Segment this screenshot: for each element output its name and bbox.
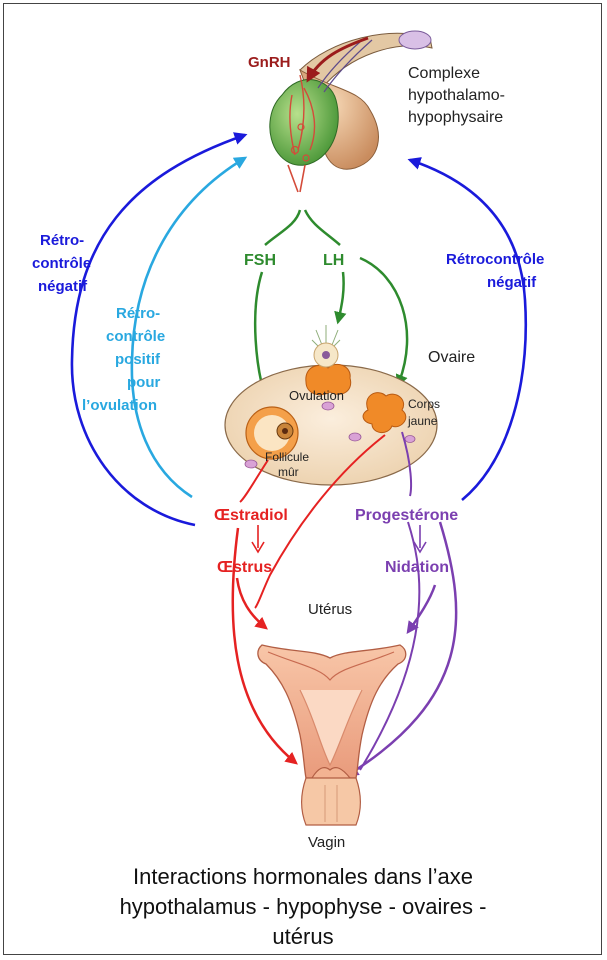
gnrh-label: GnRH bbox=[248, 54, 291, 71]
retro-neg-right-line2: négatif bbox=[487, 274, 537, 291]
caption-line1: Interactions hormonales dans l’axe bbox=[133, 864, 473, 889]
lh-label: LH bbox=[323, 252, 344, 269]
uterus-label: Utérus bbox=[308, 601, 352, 618]
retro-pos-line3: positif bbox=[115, 351, 161, 368]
estradiol-label: Œstradiol bbox=[214, 507, 288, 524]
complex-label-line1: Complexe bbox=[408, 65, 480, 82]
retro-neg-left-line1: Rétro- bbox=[40, 232, 84, 249]
retro-neg-right-line1: Rétrocontrôle bbox=[446, 251, 544, 268]
progesterone-label: Progestérone bbox=[355, 507, 458, 524]
retro-neg-left-line2: contrôle bbox=[32, 255, 91, 272]
uterus-illustration bbox=[258, 645, 406, 825]
fsh-label: FSH bbox=[244, 252, 276, 269]
complex-label-line3: hypophysaire bbox=[408, 109, 503, 126]
estrus-label: Œstrus bbox=[217, 559, 272, 576]
progesterone-to-uterus-arrow bbox=[408, 585, 435, 632]
corps-jaune-label-line2: jaune bbox=[407, 414, 438, 428]
retro-pos-line4: pour bbox=[127, 374, 160, 391]
lh-arrow-to-corps-jaune bbox=[360, 258, 407, 385]
vagina-label: Vagin bbox=[308, 834, 345, 851]
progesterone-to-nidation-arrow bbox=[414, 525, 426, 552]
estradiol-to-uterus-arrow bbox=[237, 578, 266, 628]
corps-jaune-label-line1: Corps bbox=[408, 397, 440, 411]
estradiol-to-estrus-arrow bbox=[252, 525, 264, 552]
ovary-label: Ovaire bbox=[428, 349, 475, 366]
ovulation-label: Ovulation bbox=[289, 388, 344, 403]
caption-line3: utérus bbox=[272, 924, 333, 949]
nidation-label: Nidation bbox=[385, 559, 449, 576]
retro-neg-left-line3: négatif bbox=[38, 278, 88, 295]
retro-pos-line2: contrôle bbox=[106, 328, 165, 345]
caption-line2: hypothalamus - hypophyse - ovaires - bbox=[120, 894, 487, 919]
retro-pos-line5: l’ovulation bbox=[82, 397, 157, 414]
retro-pos-line1: Rétro- bbox=[116, 305, 160, 322]
follicle-label-line1: Follicule bbox=[265, 450, 309, 464]
follicle-label-line2: mûr bbox=[278, 465, 299, 479]
complex-label-line2: hypothalamo- bbox=[408, 87, 505, 104]
